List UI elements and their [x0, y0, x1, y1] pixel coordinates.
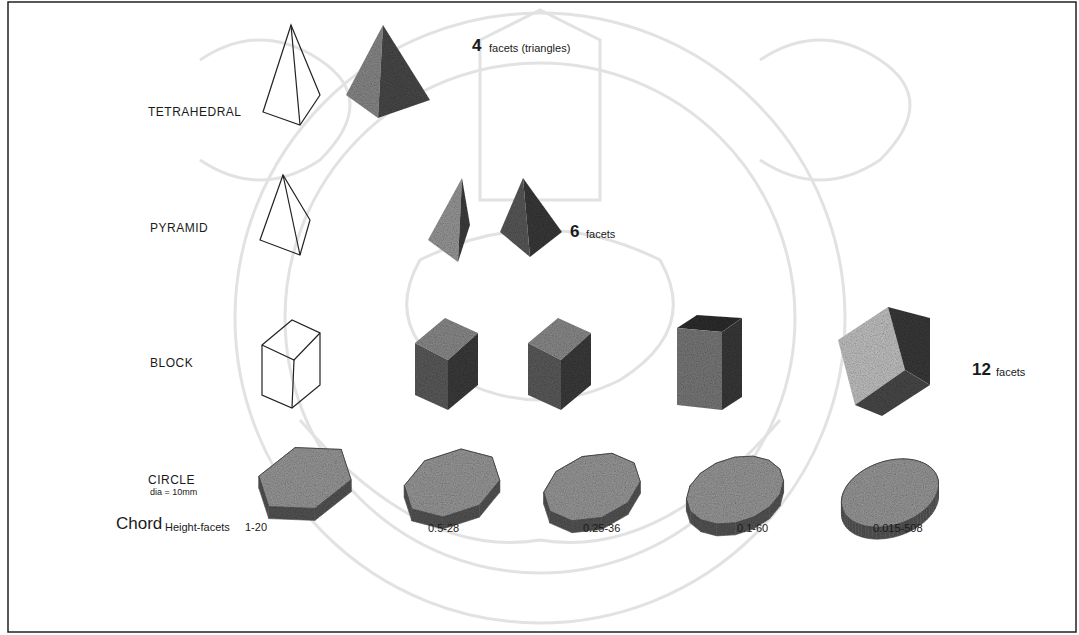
facet-count: 6	[570, 223, 579, 242]
row-name: TETRAHEDRAL	[148, 106, 242, 119]
chord-value: 1-20	[245, 521, 267, 533]
disc-shapes	[259, 448, 939, 540]
disc	[841, 459, 938, 539]
facet-count: 12	[972, 361, 991, 380]
disc-side	[869, 527, 873, 539]
facet-note: facets	[996, 366, 1025, 378]
disc-top	[404, 449, 499, 517]
wireframes	[260, 25, 320, 408]
chord-value: 0.5-28	[428, 522, 459, 534]
solid-shapes	[346, 25, 930, 416]
chord-value: 0.015-508	[873, 522, 923, 534]
axis-title: Chord	[116, 515, 162, 534]
dimension: dia = 10mm	[150, 488, 197, 498]
disc-side	[862, 525, 866, 538]
frame	[8, 2, 1076, 632]
facet-note: facets	[586, 228, 615, 240]
disc-top	[259, 448, 351, 509]
disc-side	[865, 526, 869, 539]
chord-value: 0.25-36	[583, 522, 620, 534]
row-name: CIRCLE	[148, 474, 195, 487]
disc-side	[269, 507, 315, 521]
disc	[686, 456, 783, 536]
disc-top	[841, 459, 938, 527]
row-name: BLOCK	[150, 357, 193, 370]
disc-top	[544, 453, 641, 520]
disc-side	[852, 521, 855, 535]
watermark	[200, 10, 910, 623]
disc-side	[858, 524, 861, 537]
row-name: PYRAMID	[150, 222, 208, 235]
facet-count: 4	[472, 37, 481, 56]
disc-side	[717, 523, 736, 536]
disc	[259, 448, 351, 521]
disc-top	[686, 456, 783, 524]
axis-title: Height-facets	[165, 521, 230, 533]
disc	[544, 453, 641, 532]
disc-side	[850, 519, 853, 533]
disc-side	[855, 522, 858, 535]
facet-note: facets (triangles)	[489, 42, 570, 54]
disc	[404, 449, 499, 529]
chord-value: 0.1-60	[737, 522, 768, 534]
